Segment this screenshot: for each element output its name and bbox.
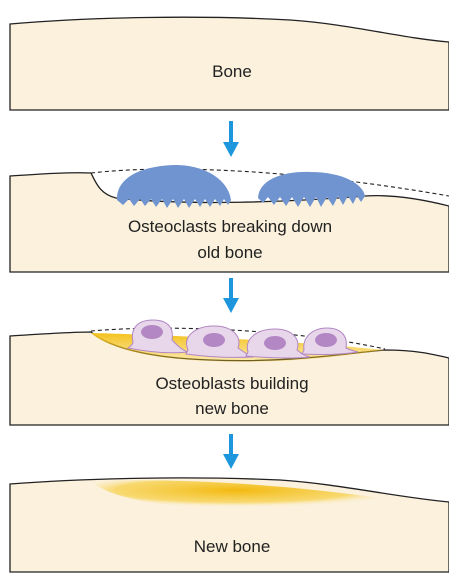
arrow-down-icon [223,121,239,157]
panel-3-label-line-2: new bone [195,399,269,418]
panel-osteoblasts: Osteoblasts building new bone [10,320,449,425]
panel-4-label-line-1: New bone [194,537,271,556]
arrow-down-icon [223,434,239,469]
panel-3-label-line-1: Osteoblasts building [155,374,308,393]
arrow-down-icon [223,278,239,313]
panel-1-label-line-1: Bone [212,62,252,81]
panel-osteoclasts: Osteoclasts breaking down old bone [10,165,449,272]
panel-2-label-line-2: old bone [197,243,262,262]
panel-2-label-line-1: Osteoclasts breaking down [128,217,332,236]
panel-new-bone: New bone [10,478,449,572]
osteoblast-cell [302,328,358,355]
panel-bone: Bone [10,17,449,110]
